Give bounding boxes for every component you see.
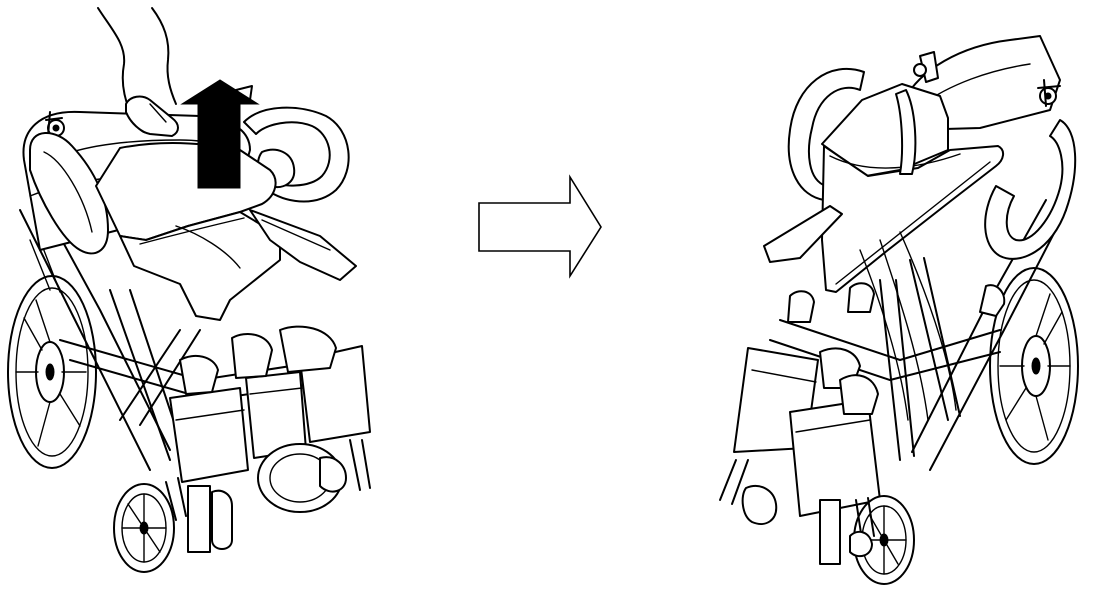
right-arrow-icon <box>479 177 601 276</box>
rear-wheel-left <box>8 276 96 468</box>
front-casters-folded <box>743 486 914 584</box>
armrest-folded-right <box>985 120 1075 259</box>
wheelchair-after-fold <box>720 36 1078 584</box>
wheelchair-before-fold <box>8 8 370 572</box>
